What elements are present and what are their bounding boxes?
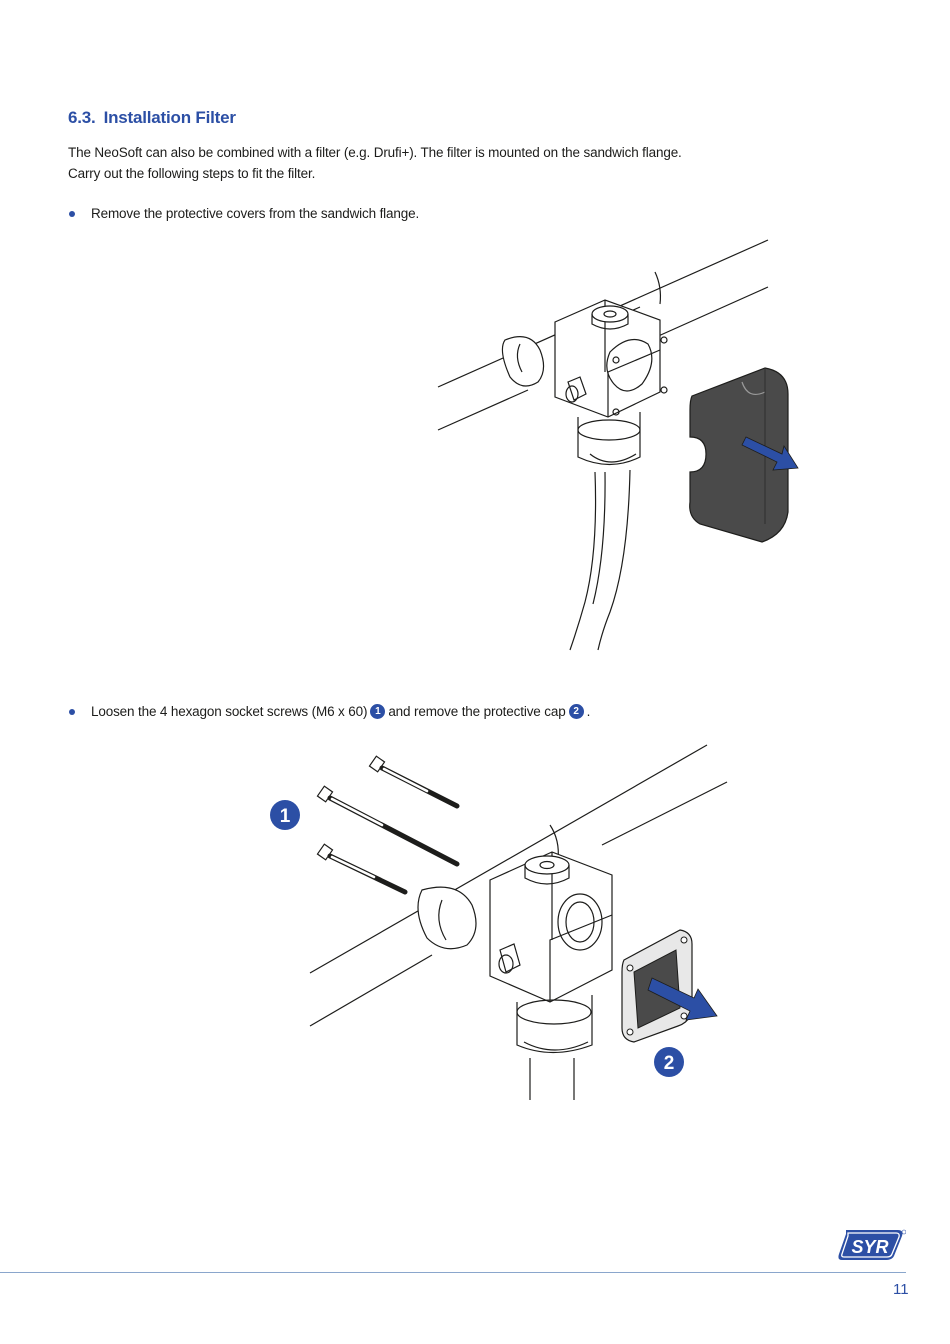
callout-2: 2 xyxy=(654,1047,684,1077)
step-1: Remove the protective covers from the sa… xyxy=(68,203,419,224)
arrow-icon xyxy=(741,436,799,471)
arrow-icon xyxy=(647,977,718,1021)
page-number: 11 xyxy=(893,1281,909,1298)
step-2: Loosen the 4 hexagon socket screws (M6 x… xyxy=(68,701,590,722)
section-title: Installation Filter xyxy=(103,108,236,127)
callout-1-label: 1 xyxy=(280,806,291,827)
bullet-icon xyxy=(69,708,75,715)
intro-paragraph: The NeoSoft can also be combined with a … xyxy=(68,142,768,184)
figure-remove-cap: 1 2 xyxy=(270,744,728,1100)
step-2-text-c: . xyxy=(586,704,591,719)
figure-remove-covers xyxy=(437,239,799,651)
step-2-text-b: and remove the protective cap xyxy=(388,704,566,719)
callout-badge-1: 1 xyxy=(370,704,386,719)
bullet-icon xyxy=(69,210,75,217)
hexagon-screws xyxy=(316,755,460,895)
step-2-text-a: Loosen the 4 hexagon socket screws (M6 x… xyxy=(91,704,368,719)
footer-divider xyxy=(0,1272,906,1273)
intro-line-1: The NeoSoft can also be combined with a … xyxy=(68,145,682,160)
intro-line-2: Carry out the following steps to fit the… xyxy=(68,166,316,181)
callout-1: 1 xyxy=(270,800,300,830)
logo-text: SYR xyxy=(851,1237,888,1257)
callout-2-label: 2 xyxy=(664,1053,675,1074)
step-1-text: Remove the protective covers from the sa… xyxy=(91,206,420,221)
callout-badge-2: 2 xyxy=(568,704,584,719)
protective-cover xyxy=(689,367,789,543)
syr-logo: SYR xyxy=(838,1229,906,1260)
section-heading: 6.3. Installation Filter xyxy=(68,108,236,128)
section-number: 6.3. xyxy=(68,108,96,127)
